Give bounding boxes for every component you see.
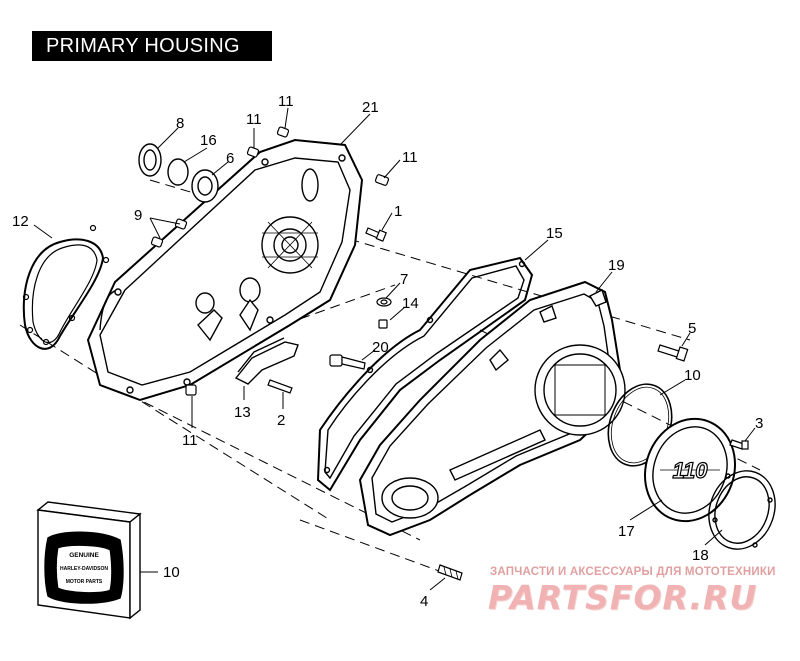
callout-label: 2 xyxy=(277,412,285,429)
callout-label: 8 xyxy=(176,115,184,132)
callout-label: 5 xyxy=(688,320,696,337)
bolt-4 xyxy=(437,564,463,581)
cover-logo-text: 110 xyxy=(672,458,708,483)
bolt-20 xyxy=(329,354,366,370)
callout-label: 20 xyxy=(372,339,389,356)
callout-label: 11 xyxy=(182,432,198,449)
callout-label: 17 xyxy=(618,523,635,540)
callout-label: 11 xyxy=(278,93,294,110)
watermark-caption: ЗАПЧАСТИ И АКСЕССУАРЫ ДЛЯ МОТОТЕХНИКИ xyxy=(490,566,776,578)
seal-8 xyxy=(138,143,162,177)
badge-callout-label: 10 xyxy=(163,564,180,581)
genuine-badge-text: GENUINE HARLEY-DAVIDSON MOTOR PARTS xyxy=(60,552,108,585)
callout-label: 1 xyxy=(394,203,402,220)
badge-top-text: GENUINE xyxy=(69,552,99,559)
leader-lines xyxy=(33,107,756,591)
inner-primary-housing xyxy=(86,138,364,402)
outer-primary-cover xyxy=(358,280,626,537)
callout-label: 9 xyxy=(134,207,142,224)
callout-label: 3 xyxy=(755,415,763,432)
callout-label: 19 xyxy=(608,257,625,274)
callout-label: 11 xyxy=(402,149,418,166)
callout-label: 12 xyxy=(12,213,29,230)
watermark-logo: PARTSFOR.RU xyxy=(488,578,758,617)
gasket-15 xyxy=(316,256,534,492)
derby-cover-17: 110 xyxy=(643,417,737,523)
page-title: PRIMARY HOUSING xyxy=(32,31,272,61)
chain-tensioner-13 xyxy=(234,337,299,385)
retaining-ring-16 xyxy=(167,158,189,186)
dowel-pins xyxy=(150,126,390,396)
callout-label: 13 xyxy=(234,404,251,421)
callout-label: 21 xyxy=(362,99,379,116)
bolt-5 xyxy=(657,344,689,362)
callout-label: 14 xyxy=(402,295,419,312)
callout-label: 15 xyxy=(546,225,563,242)
screw-1 xyxy=(365,227,387,242)
callout-label: 10 xyxy=(684,367,701,384)
callout-label: 4 xyxy=(420,593,428,610)
badge-mid-text: HARLEY-DAVIDSON xyxy=(60,566,108,572)
bolt-2 xyxy=(267,379,293,394)
washer-7-plug-14 xyxy=(376,297,392,329)
bearing-6 xyxy=(191,169,219,203)
callout-label: 7 xyxy=(400,271,408,288)
callout-label: 11 xyxy=(246,111,262,128)
callout-labels: 8 16 6 11 11 21 11 9 1 12 7 14 20 15 19 … xyxy=(12,93,763,610)
callout-label: 18 xyxy=(692,547,709,564)
gasket-18 xyxy=(708,470,776,550)
gasket-12 xyxy=(22,224,110,350)
callout-label: 16 xyxy=(200,132,217,149)
genuine-parts-box xyxy=(36,501,142,620)
badge-bottom-text: MOTOR PARTS xyxy=(66,579,103,585)
callout-label: 6 xyxy=(226,150,234,167)
